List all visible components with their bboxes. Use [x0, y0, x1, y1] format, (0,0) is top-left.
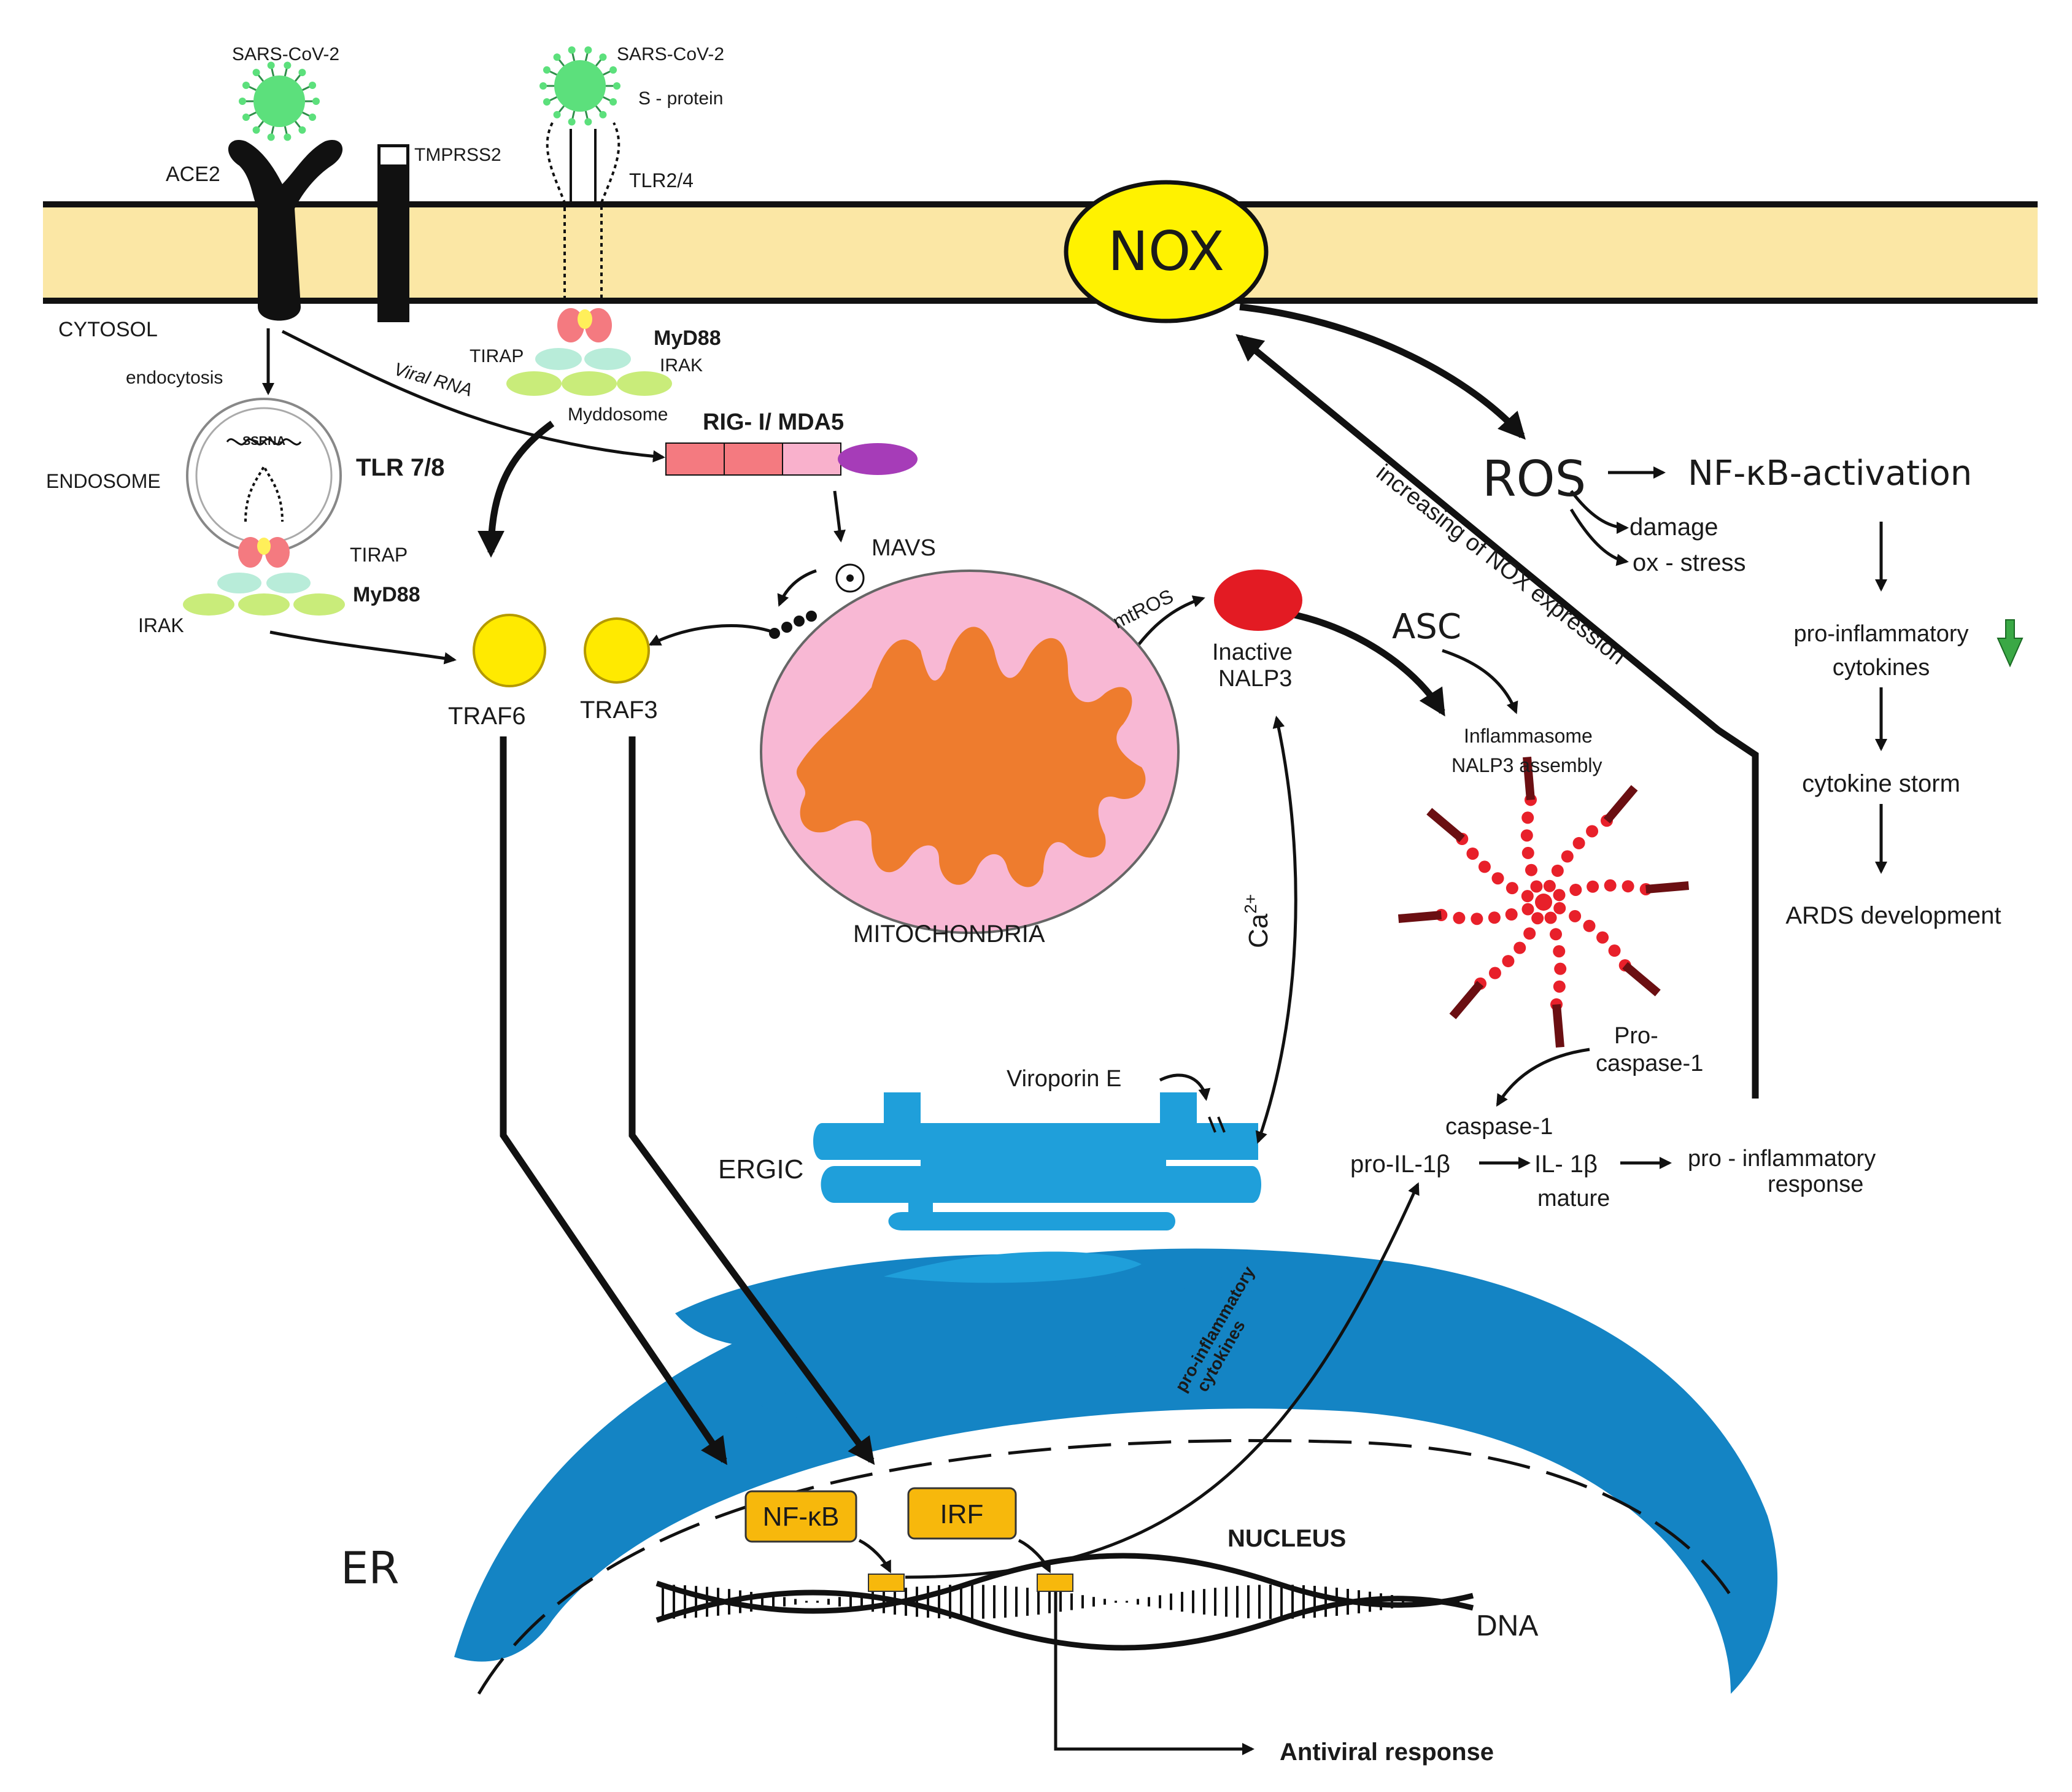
myd88-label: MyD88: [654, 326, 721, 350]
ca-label: Ca2+: [1241, 894, 1274, 948]
mtros-label: mtROS: [1109, 585, 1177, 633]
ergic-structure: [813, 1092, 1261, 1230]
nf-kb-activation-label: NF-κB-activation: [1688, 454, 1972, 493]
traf6-label: TRAF6: [448, 703, 526, 730]
irf-box-label: IRF: [940, 1499, 984, 1529]
tlr24-label: TLR2/4: [629, 169, 694, 191]
cytokine-storm-label: cytokine storm: [1802, 770, 1960, 797]
dna-label: DNA: [1476, 1610, 1538, 1642]
mature-label: mature: [1537, 1186, 1610, 1211]
traf3-label: TRAF3: [580, 697, 658, 724]
endosome: [186, 398, 342, 554]
mavs-label: MAVS: [872, 535, 936, 561]
dna-helix: [655, 1553, 1474, 1651]
endosome-adaptors: [183, 537, 345, 616]
nf-kb-box-label: NF-κB: [763, 1502, 840, 1532]
nox-label: NOX: [1108, 220, 1224, 283]
er-label: ER: [341, 1542, 400, 1594]
tmprss2-receptor: [377, 144, 409, 322]
nfkb-transcription-factor: [744, 1490, 857, 1543]
ros-label: ROS: [1482, 450, 1586, 508]
irf-transcription-factor: [907, 1487, 1017, 1540]
myddosome-label: Myddosome: [568, 404, 668, 425]
viroporin-e-label: Viroporin E: [1007, 1066, 1121, 1092]
nalp3-icon: [1214, 570, 1302, 631]
sars-cov-2-label-2: SARS-CoV-2: [617, 44, 724, 64]
endosome-label: ENDOSOME: [46, 470, 161, 492]
rig-i-mda5-label: RIG- I/ MDA5: [703, 409, 844, 435]
tirap-label-2: TIRAP: [350, 544, 408, 566]
pro-inflammatory-cytokines-label: pro-inflammatory: [1793, 621, 1968, 647]
cytokines-label: cytokines: [1833, 655, 1930, 681]
traf6-icon: [473, 614, 546, 687]
nucleus-label: NUCLEUS: [1227, 1525, 1346, 1552]
er-structure: [454, 1248, 1778, 1695]
inflammasome-label: Inflammasome: [1464, 725, 1593, 747]
mitochondria: [760, 570, 1180, 934]
ssrna-label: SSRNA: [242, 434, 285, 448]
sars-cov-2-virus-icon-2: [539, 46, 620, 126]
ace2-receptor: [228, 140, 343, 321]
increase-arrow-icon: [1997, 619, 2024, 668]
pathway-arrows: [262, 303, 1887, 1755]
tlr24-receptor: [546, 122, 620, 302]
rig-i-mda5-protein: [665, 442, 918, 476]
pro-il-1b-label: pro-IL-1β: [1350, 1151, 1450, 1178]
traf3-icon: [584, 617, 650, 684]
myddosome-complex: [506, 308, 672, 396]
ace2-label: ACE2: [166, 163, 220, 186]
pro-inflammatory-response-label: pro - inflammatory: [1688, 1146, 1876, 1172]
tlr78-label: TLR 7/8: [356, 454, 444, 481]
irak-label: IRAK: [660, 355, 703, 376]
mitochondria-label: MITOCHONDRIA: [853, 921, 1045, 948]
s-protein-label: S - protein: [638, 88, 723, 109]
damage-label: damage: [1629, 514, 1718, 541]
endocytosis-label: endocytosis: [126, 368, 223, 388]
sars-cov-2-virus-icon: [239, 61, 320, 141]
inflammasome-icon: [1397, 756, 1690, 1048]
viral-rna-label: Viral RNA: [392, 359, 474, 401]
cell-membrane: [43, 201, 2038, 304]
asc-label: ASC: [1392, 607, 1461, 647]
tmprss2-label: TMPRSS2: [414, 145, 501, 165]
irak-label-2: IRAK: [138, 614, 184, 636]
ox-stress-label: ox - stress: [1633, 549, 1745, 576]
procaspase-1-label: caspase-1: [1596, 1051, 1703, 1076]
nalp3-assembly-label: NALP3 assembly: [1452, 754, 1602, 776]
pro-label: Pro-: [1614, 1023, 1658, 1049]
sars-cov-2-label: SARS-CoV-2: [232, 44, 339, 64]
tirap-label: TIRAP: [470, 346, 524, 366]
caspase-1-label: caspase-1: [1445, 1114, 1553, 1140]
inactive-label: Inactive: [1212, 639, 1293, 665]
response-label: response: [1768, 1172, 1863, 1197]
antiviral-response-label: Antiviral response: [1280, 1739, 1494, 1766]
nalp3-label: NALP3: [1218, 666, 1292, 692]
mavs-icon: [769, 563, 865, 639]
il-1b-label: IL- 1β: [1534, 1151, 1598, 1178]
ards-development-label: ARDS development: [1785, 902, 2001, 929]
nfkb-binding-site: [868, 1574, 905, 1592]
nox-icon: [1064, 180, 1269, 323]
myd88-label-2: MyD88: [353, 583, 420, 606]
ergic-label: ERGIC: [718, 1154, 803, 1184]
irf-binding-site: [1037, 1574, 1073, 1592]
cytosol-label: CYTOSOL: [58, 318, 158, 341]
